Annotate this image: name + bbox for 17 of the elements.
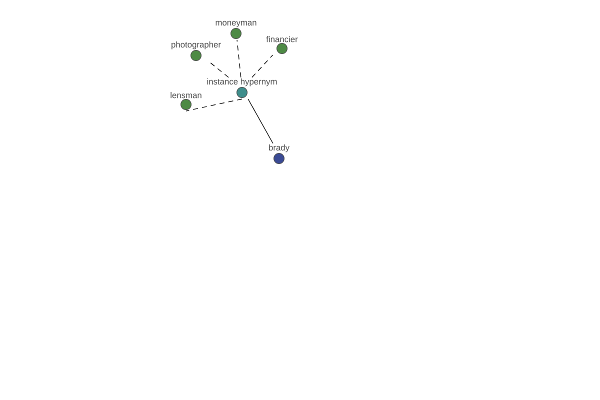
graph-node: lensman bbox=[170, 92, 202, 110]
graph-node: brady bbox=[269, 144, 290, 164]
node-label: photographer bbox=[172, 41, 221, 50]
graph-node: instance hypernym bbox=[207, 78, 277, 98]
connector-line bbox=[236, 40, 242, 78]
node-label: financier bbox=[266, 36, 298, 42]
node-label: instance hypernym bbox=[207, 78, 277, 86]
connector-line bbox=[252, 54, 274, 78]
connector-line bbox=[248, 98, 274, 144]
graph-node: financier bbox=[266, 36, 298, 54]
graph-node: photographer bbox=[172, 41, 221, 61]
node-label: brady bbox=[269, 144, 290, 152]
node-label: lensman bbox=[170, 92, 202, 98]
node-label: moneyman bbox=[216, 20, 256, 28]
connector-line bbox=[186, 98, 242, 112]
connector-line bbox=[209, 62, 229, 78]
graph-node: moneyman bbox=[216, 20, 256, 39]
